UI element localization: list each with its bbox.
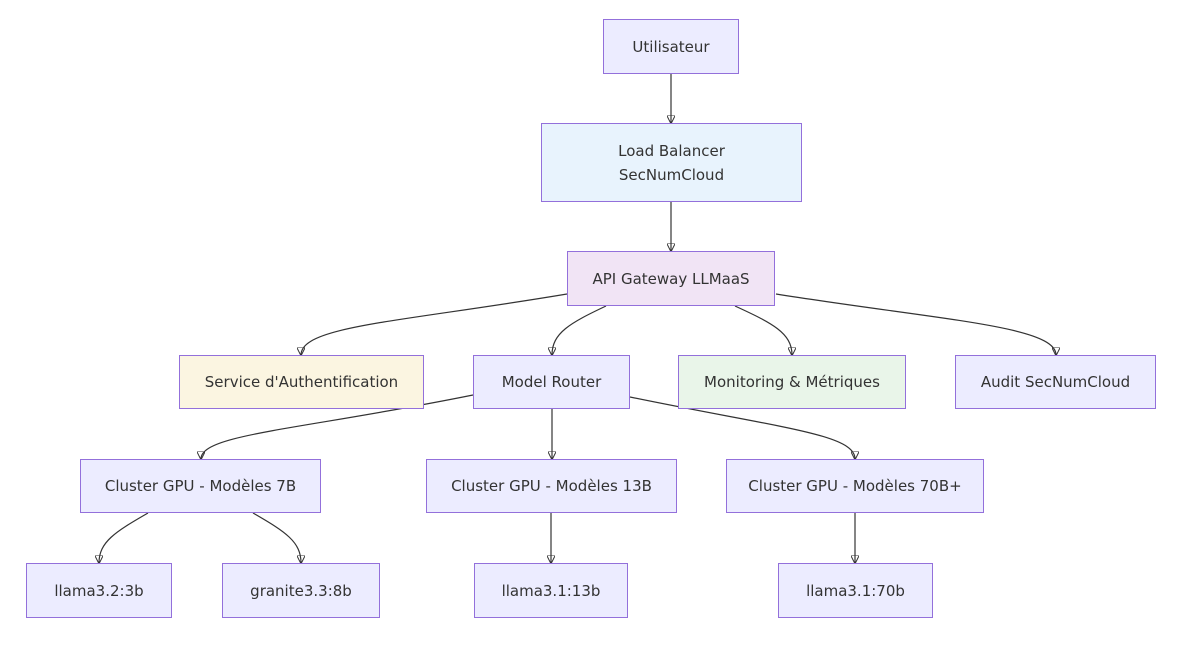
edge-api-gateway-to-monitoring bbox=[734, 305, 792, 355]
node-load-balancer: Load Balancer SecNumCloud bbox=[541, 123, 802, 202]
node-user: Utilisateur bbox=[603, 19, 739, 74]
node-llama3-2-3b: llama3.2:3b bbox=[26, 563, 172, 618]
node-auth-service: Service d'Authentification bbox=[179, 355, 424, 409]
node-granite3-3-8b: granite3.3:8b bbox=[222, 563, 380, 618]
node-api-gateway: API Gateway LLMaaS bbox=[567, 251, 775, 306]
node-llama3-1-70b: llama3.1:70b bbox=[778, 563, 933, 618]
node-audit: Audit SecNumCloud bbox=[955, 355, 1156, 409]
edge-api-gateway-to-auth-service bbox=[301, 293, 568, 355]
edge-api-gateway-to-model-router bbox=[552, 305, 607, 355]
edge-api-gateway-to-audit bbox=[775, 293, 1056, 355]
edge-cluster-7b-to-granite8b bbox=[252, 512, 301, 563]
node-monitoring: Monitoring & Métriques bbox=[678, 355, 906, 409]
node-cluster-7b: Cluster GPU - Modèles 7B bbox=[80, 459, 321, 513]
node-llama3-1-13b: llama3.1:13b bbox=[474, 563, 628, 618]
node-cluster-70b: Cluster GPU - Modèles 70B+ bbox=[726, 459, 984, 513]
edge-cluster-7b-to-llama3b bbox=[99, 512, 149, 563]
node-model-router: Model Router bbox=[473, 355, 630, 409]
node-cluster-13b: Cluster GPU - Modèles 13B bbox=[426, 459, 677, 513]
